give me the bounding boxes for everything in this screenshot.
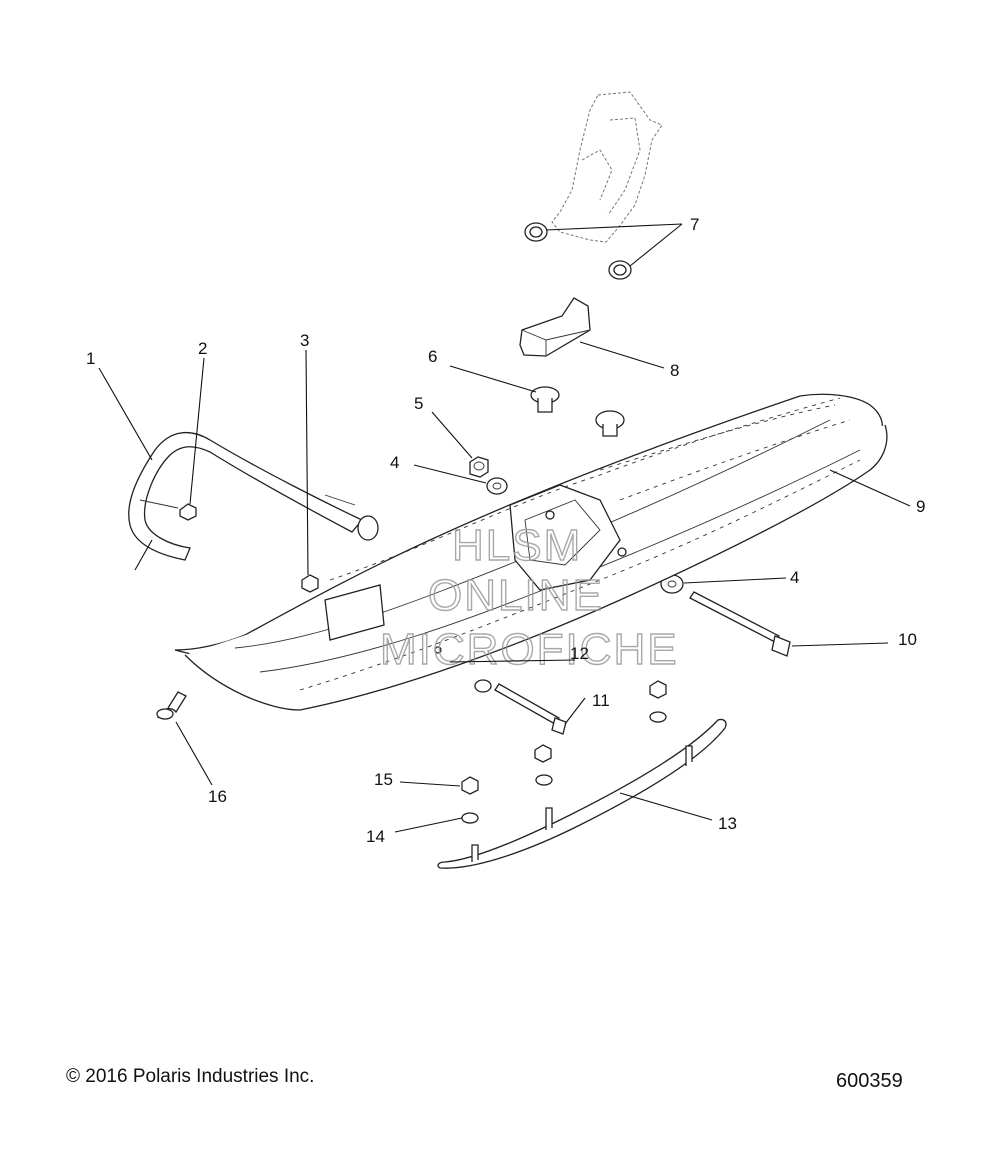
ski-loop-part-1	[128, 431, 379, 561]
callout-6: 6	[428, 347, 437, 366]
callout-3: 3	[300, 331, 309, 350]
leader-lines	[98, 223, 911, 833]
watermark: HLSM ONLINE MICROFICHE	[379, 520, 679, 674]
washer-part-14-set	[461, 711, 667, 824]
figure-number: 600359	[836, 1070, 903, 1092]
callout-8: 8	[670, 361, 679, 380]
ski-saddle-part-8	[519, 297, 591, 357]
ski-part-9	[174, 393, 888, 711]
callout-16: 16	[208, 787, 227, 806]
bushing-part-7	[524, 222, 632, 280]
shoulder-bolt-part-6	[530, 386, 625, 437]
callout-4-lower: 4	[790, 568, 799, 587]
callout-14: 14	[366, 827, 385, 846]
svg-text:MICROFICHE: MICROFICHE	[380, 625, 679, 674]
bushing-part-2	[179, 503, 197, 521]
callout-12: 12	[570, 644, 589, 663]
copyright-notice: © 2016 Polaris Industries Inc.	[66, 1066, 315, 1087]
callout-labels: 1 2 3 4 4 5 6 7 8 9 10 11 12 13 14 15 16	[86, 215, 925, 846]
svg-text:ONLINE: ONLINE	[428, 571, 604, 620]
nut-part-5	[469, 456, 489, 478]
callout-10: 10	[898, 630, 917, 649]
nut-part-3	[301, 574, 319, 593]
callout-4-upper: 4	[390, 453, 399, 472]
callout-15: 15	[374, 770, 393, 789]
callout-11: 11	[592, 691, 610, 710]
callout-7: 7	[690, 215, 699, 234]
washer-part-4-upper	[486, 477, 508, 495]
wear-rod-part-13	[437, 718, 727, 869]
rivet-part-16	[156, 691, 187, 720]
callout-2: 2	[198, 339, 207, 358]
svg-text:HLSM: HLSM	[452, 521, 582, 570]
nut-part-15-set	[461, 680, 667, 795]
callout-13: 13	[718, 814, 737, 833]
spindle-outline	[551, 91, 663, 243]
callout-5: 5	[414, 394, 423, 413]
bolt-part-10	[689, 591, 791, 657]
bolt-part-11	[494, 683, 567, 735]
callout-9: 9	[916, 497, 925, 516]
callout-1: 1	[86, 349, 95, 368]
washer-part-12	[474, 679, 492, 693]
